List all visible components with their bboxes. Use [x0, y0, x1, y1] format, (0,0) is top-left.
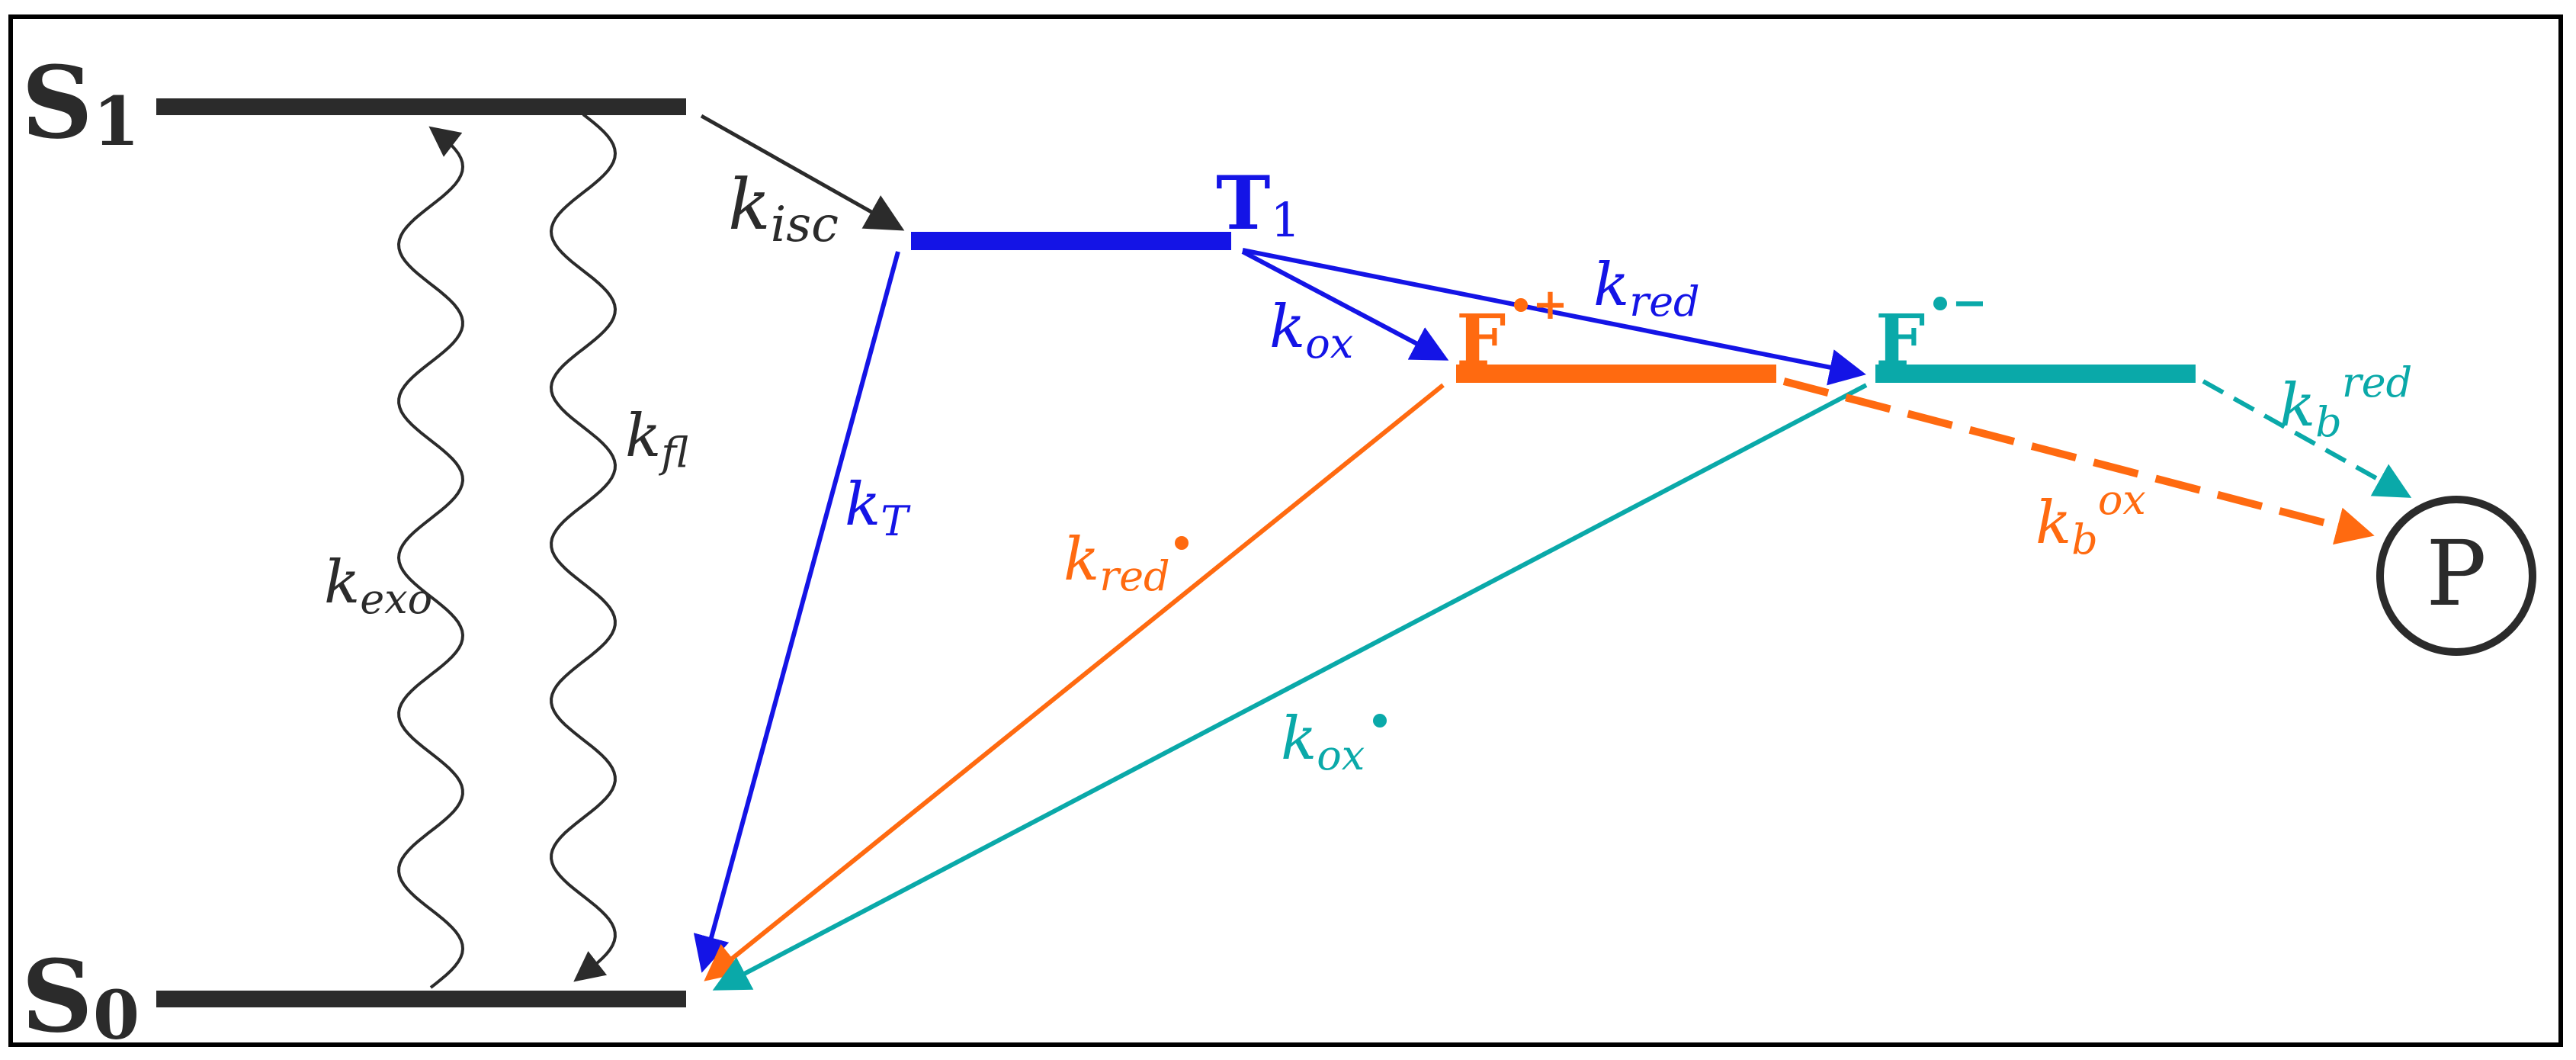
k-ox-dot-arrow [712, 383, 1868, 991]
k-red-dot-radical-dot [1175, 536, 1189, 550]
k-b-ox-label: kbox [2035, 476, 2146, 564]
k-red-dot-arrow [704, 383, 1445, 981]
f-anion-radical-dot [1933, 297, 1947, 310]
k-T-arrow [693, 251, 900, 973]
diagram-frame [8, 14, 2563, 1047]
k-ox-label: kox [1269, 293, 1353, 368]
k-ox-dot-label: kox [1281, 705, 1365, 779]
k-T-label: kT [845, 471, 911, 545]
f-anion-label: F [1875, 299, 1925, 381]
k-b-ox-arrow [1782, 377, 2375, 545]
s0-label: S0 [21, 938, 140, 1055]
k-exo-label: kexo [324, 548, 432, 623]
f-cation-charge: + [1532, 279, 1568, 329]
k-red-dot-label: kred [1063, 525, 1170, 600]
k-ox-arrow [1241, 249, 1449, 361]
f-cation-radical-dot [1514, 298, 1528, 312]
k-ox-dot-radical-dot [1373, 714, 1387, 728]
k-red-arrow [1242, 248, 1866, 386]
k-isc-label: kisc [728, 164, 839, 253]
s1-label: S1 [21, 44, 140, 161]
k-exo-wavy-arrow [396, 126, 465, 989]
product-circle [2376, 496, 2536, 656]
f-cation-label: F [1456, 299, 1506, 381]
t1-label: T1 [1216, 160, 1301, 248]
k-b-red-label: kbred [2279, 358, 2412, 446]
k-fl-wavy-arrow [549, 113, 618, 982]
product-label: P [2426, 521, 2486, 626]
k-isc-arrow [700, 114, 905, 231]
k-b-red-arrow [2202, 379, 2412, 498]
k-fl-label: kfl [625, 402, 688, 477]
f-anion-charge: − [1952, 278, 1987, 328]
k-red-label: kred [1593, 251, 1700, 326]
